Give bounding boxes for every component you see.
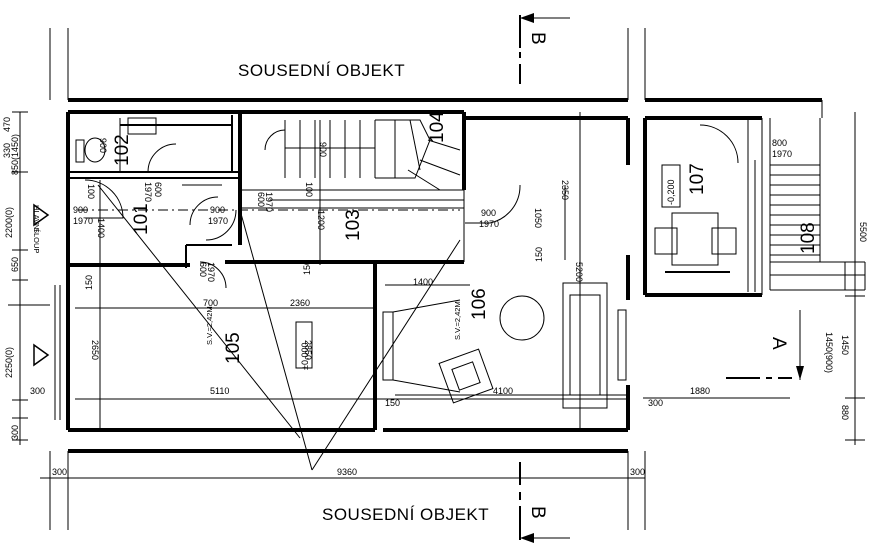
- section-letter-a: A: [768, 337, 789, 350]
- dim-300-bl: 300: [52, 467, 67, 477]
- diagonal-lines: [97, 184, 461, 471]
- door-width-105: 600: [198, 262, 208, 277]
- dim-100-a: 100: [86, 184, 96, 199]
- dim-left-650: 650: [10, 257, 20, 272]
- level-box-main: [295, 321, 313, 369]
- doors: [84, 124, 739, 289]
- door-width-102: 600: [153, 182, 163, 197]
- room-label-105: 105: [223, 332, 244, 364]
- dim-2350: 2350: [560, 180, 570, 200]
- dim-4100: 4100: [493, 386, 513, 396]
- door-width-106: 900: [481, 208, 496, 218]
- living-room-furniture: [382, 282, 628, 409]
- dim-700: 700: [203, 298, 218, 308]
- room-label-103: 103: [343, 209, 364, 241]
- door-width-103: 900: [210, 205, 225, 215]
- dim-2360: 2360: [290, 298, 310, 308]
- dim-1880: 1880: [690, 386, 710, 396]
- neighbor-label-top: SOUSEDNÍ OBJEKT: [238, 61, 405, 80]
- dim-150-b: 150: [84, 275, 94, 290]
- door-height-104: 1970: [264, 192, 274, 212]
- room-label-104: 104: [427, 111, 448, 143]
- door-width-104: 600: [256, 192, 266, 207]
- room-label-102: 102: [112, 134, 133, 166]
- dim-900-wc: 900: [98, 138, 108, 153]
- level-note-106: S.V.=2,42M: [453, 301, 462, 340]
- column-note-line2: SLOUP: [32, 228, 41, 253]
- room-label-101: 101: [131, 203, 152, 235]
- dim-300-br: 300: [630, 467, 645, 477]
- level-note-105: S.V.=2,42M: [205, 306, 214, 345]
- level-box-107: [661, 164, 681, 208]
- dim-1450: 1450: [840, 335, 850, 355]
- dim-left-300b: 300: [10, 425, 20, 440]
- door-height-107: 1970: [772, 149, 792, 159]
- dim-100-b: 100: [304, 182, 314, 197]
- section-letter-bottom: B: [527, 506, 548, 519]
- section-marker-top: [519, 13, 570, 84]
- dim-left-300a: 300: [30, 386, 45, 396]
- door-height-102: 1970: [143, 182, 153, 202]
- dim-880: 880: [840, 405, 850, 420]
- dim-left-850: 850(1450): [10, 134, 20, 175]
- dim-1050: 1050: [533, 208, 543, 228]
- dim-left-330: 330: [2, 143, 12, 158]
- staircase-108: [761, 118, 866, 295]
- interior-walls: [68, 112, 465, 430]
- dimension-lines: [8, 111, 865, 479]
- neighbor-label-bottom: SOUSEDNÍ OBJEKT: [322, 505, 489, 524]
- dim-5500: 5500: [858, 222, 868, 242]
- dim-2650: 2650: [90, 340, 100, 360]
- dim-150-d: 150: [534, 247, 544, 262]
- door-width-101: 900: [73, 205, 88, 215]
- dim-left-2200: 2200(0): [4, 207, 14, 238]
- main-column-marker: [33, 203, 50, 367]
- room-107-furniture: [654, 120, 756, 292]
- building-outline: [66, 110, 762, 432]
- dim-5110: 5110: [210, 386, 229, 396]
- dim-2850: 2850: [303, 340, 313, 360]
- dim-300-r: 300: [648, 398, 663, 408]
- dim-900-stair: 900: [318, 142, 328, 157]
- dim-1400: 1400: [413, 277, 433, 287]
- column-note-line1: HLAVNÍ: [32, 205, 41, 232]
- level-main: ±0,000: [300, 343, 310, 370]
- door-height-106: 1970: [479, 219, 499, 229]
- section-marker-a: [726, 310, 804, 380]
- dim-left-470: 470: [2, 117, 12, 132]
- level-107: -0,200: [666, 179, 676, 205]
- staircase-104: [264, 119, 461, 191]
- room-label-107: 107: [687, 163, 708, 195]
- dim-9360: 9360: [337, 467, 357, 477]
- bathroom-fixtures: [75, 117, 232, 172]
- neighbor-building-bottom: [49, 449, 646, 530]
- door-height-101: 1970: [73, 216, 93, 226]
- dim-1400-v: 1400: [96, 218, 106, 238]
- section-marker-bottom: [519, 462, 570, 543]
- dim-left-2250: 2250(0): [4, 347, 14, 378]
- dim-5200: 5200: [574, 262, 584, 282]
- dim-1450-900: 1450(900): [824, 332, 834, 373]
- dim-150-a: 150: [302, 260, 312, 275]
- door-height-105: 1970: [206, 262, 216, 282]
- room-label-108: 108: [798, 222, 819, 254]
- dim-1200: 1200: [316, 210, 326, 230]
- dim-150-c: 150: [385, 398, 400, 408]
- section-letter-top: B: [527, 32, 548, 45]
- door-width-107: 800: [772, 138, 787, 148]
- door-height-103: 1970: [208, 216, 228, 226]
- neighbor-building-top: [49, 28, 823, 118]
- room-label-106: 106: [469, 288, 490, 320]
